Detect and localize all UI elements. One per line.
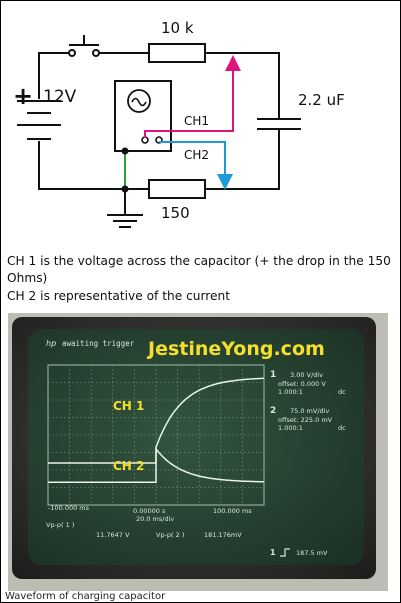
trigger-channel: 1	[270, 548, 276, 557]
scope-crt	[28, 329, 364, 565]
meas1-label: Vp-p( 1 )	[46, 521, 74, 529]
battery-symbol	[17, 100, 61, 140]
battery-voltage-label: 12V	[43, 87, 77, 107]
ch2-probe-line	[159, 141, 233, 190]
resistor-bottom	[148, 179, 206, 199]
oscilloscope-screenshot: hp awaiting trigger JestineYong.com CH 1…	[8, 313, 388, 591]
ch1-probe: 1.000:1	[278, 388, 303, 396]
ch1-coupling: dc	[338, 388, 346, 396]
ch2-offset: offset: 225.0 mV	[278, 416, 333, 424]
trace-label-ch1: CH 1	[113, 399, 144, 413]
footer-caption: Waveform of charging capacitor	[5, 591, 166, 602]
ch1-trace	[48, 377, 265, 464]
time-center: 0.00000 s	[133, 507, 166, 515]
capacitor-label: 2.2 uF	[298, 91, 345, 109]
ch1-probe-line	[144, 55, 241, 138]
junction-dot-1	[121, 147, 129, 155]
switch-symbol	[68, 35, 100, 57]
ch2-coupling: dc	[338, 424, 346, 432]
meas2-label: Vp-p( 2 )	[156, 531, 184, 539]
time-div: 20.0 ms/div	[136, 515, 174, 523]
caption-line-2: CH 2 is representative of the current	[7, 289, 231, 303]
ch2-trace	[48, 446, 265, 483]
meas2-value: 181.176mV	[204, 531, 242, 539]
hp-logo: hp	[46, 339, 56, 348]
scope-mode-text: awaiting trigger	[62, 339, 135, 348]
meas1-value: 11.7647 V	[96, 531, 130, 539]
ch1-number: 1	[270, 370, 276, 380]
ch1-label: CH1	[184, 114, 209, 128]
time-right: 100.000 ms	[213, 507, 252, 515]
ch1-offset: offset: 0.000 V	[278, 380, 326, 388]
ch2-label: CH2	[184, 148, 209, 162]
watermark: JestineYong.com	[146, 338, 325, 360]
resistor-top	[148, 43, 206, 63]
trigger-level: 187.5 mV	[296, 549, 328, 557]
caption-line-1: CH 1 is the voltage across the capacitor…	[7, 254, 391, 285]
trace-label-ch2: CH 2	[113, 459, 144, 473]
ch2-number: 2	[270, 406, 276, 416]
capacitor-symbol	[257, 118, 301, 130]
resistor-bottom-label: 150	[161, 204, 190, 222]
sine-wave-icon	[131, 97, 147, 107]
ch2-vdiv: 75.0 mV/div	[290, 407, 329, 415]
ground-symbol	[107, 214, 143, 228]
ch1-vdiv: 3.00 V/div	[290, 371, 323, 379]
trigger-edge-icon	[280, 548, 290, 557]
resistor-top-label: 10 k	[161, 19, 194, 37]
circuit-diagram: + 12V 10 k 2.2 uF 150 CH1	[13, 19, 345, 228]
time-left: -100.000 ms	[48, 504, 90, 512]
battery-plus: +	[13, 82, 33, 110]
ch2-probe: 1.000:1	[278, 424, 303, 432]
